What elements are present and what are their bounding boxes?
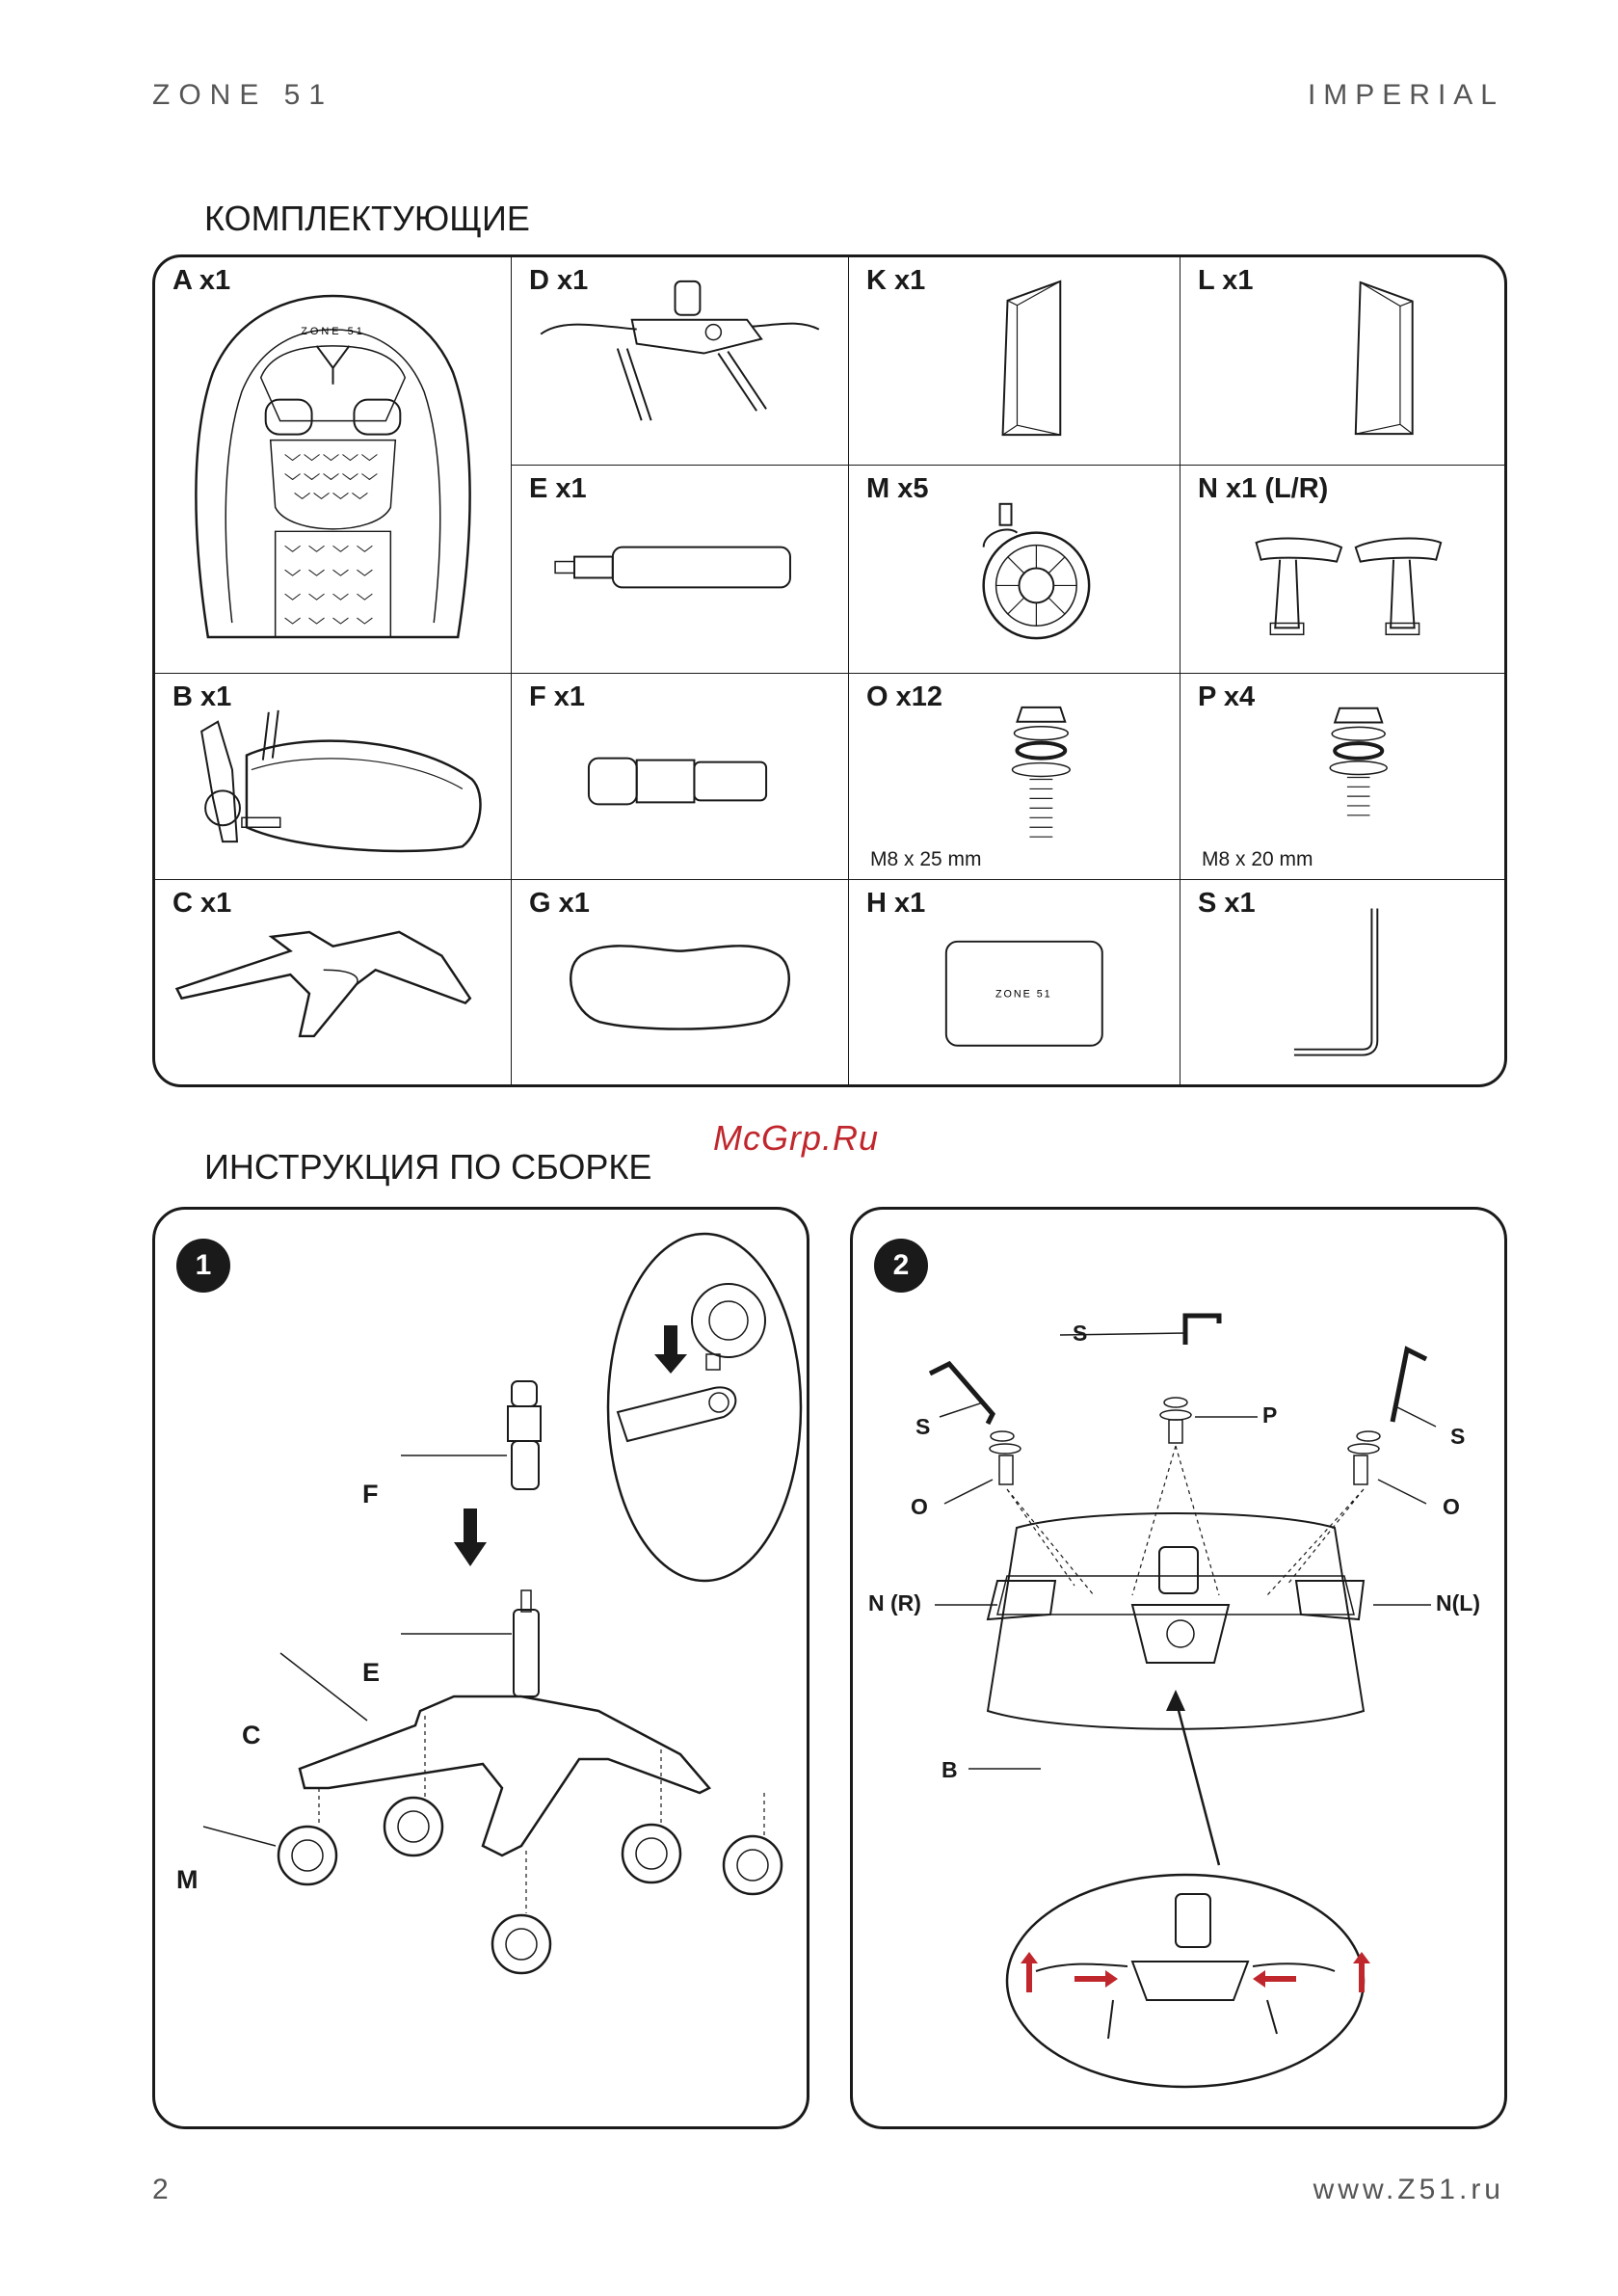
part-s-cell: S x1	[1180, 880, 1504, 1084]
label-f: F	[362, 1480, 379, 1509]
part-e-cell: E x1	[512, 466, 849, 674]
headrest-pillow-illustration	[512, 880, 848, 1084]
brand-logo: ZONE 51	[152, 79, 333, 112]
part-b-cell: B x1	[155, 674, 512, 880]
label-n-r: N (R)	[868, 1590, 921, 1616]
part-d-cell: D x1	[512, 257, 849, 466]
parts-table: A x1 ZONE 51 D x1	[152, 254, 1507, 1087]
part-n-cell: N x1 (L/R)	[1180, 466, 1504, 674]
part-f-cell: F x1	[512, 674, 849, 880]
label-p: P	[1262, 1402, 1277, 1428]
page-number: 2	[152, 2174, 169, 2206]
website-url: www.Z51.ru	[1313, 2174, 1504, 2206]
part-l-cell: L x1	[1180, 257, 1504, 466]
step-2-illustration	[853, 1210, 1507, 2129]
bolt-p-illustration	[1180, 674, 1504, 879]
seat-illustration	[155, 674, 511, 879]
part-g-cell: G x1	[512, 880, 849, 1084]
step-1-illustration	[155, 1210, 809, 2129]
step-1-panel: 1	[152, 1207, 809, 2129]
model-name: IMPERIAL	[1308, 79, 1504, 112]
base-illustration	[155, 880, 511, 1084]
mechanism-illustration	[512, 257, 848, 465]
gas-lift-cover-illustration	[512, 674, 848, 879]
label-n-l: N(L)	[1436, 1590, 1480, 1616]
part-k-cell: K x1	[849, 257, 1180, 466]
card-text: ZONE 51	[995, 989, 1052, 1001]
label-b: B	[942, 1757, 958, 1783]
part-a-cell: A x1 ZONE 51	[155, 257, 512, 674]
label-m: M	[176, 1865, 199, 1895]
part-p-cell: P x4 M8 x 20 mm	[1180, 674, 1504, 880]
assembly-title: ИНСТРУКЦИЯ ПО СБОРКЕ	[204, 1147, 651, 1188]
backrest-illustration: ZONE 51	[155, 257, 511, 673]
part-m-cell: M x5	[849, 466, 1180, 674]
bolt-o-illustration	[849, 674, 1180, 879]
hex-key-illustration	[1180, 880, 1504, 1084]
backrest-logo-text: ZONE 51	[301, 326, 365, 337]
label-s-right: S	[1450, 1424, 1465, 1450]
armrests-illustration	[1180, 466, 1504, 673]
step-2-panel: 2	[850, 1207, 1507, 2129]
gas-lift-illustration	[512, 466, 848, 673]
caster-illustration	[849, 466, 1180, 673]
label-c: C	[242, 1721, 261, 1750]
cover-k-illustration	[849, 257, 1180, 465]
card-illustration: ZONE 51	[849, 880, 1180, 1084]
part-c-cell: C x1	[155, 880, 512, 1084]
components-title: КОМПЛЕКТУЮЩИЕ	[204, 199, 530, 239]
watermark: McGrp.Ru	[713, 1118, 879, 1159]
label-o-right: O	[1443, 1494, 1460, 1520]
label-s-top: S	[1073, 1321, 1087, 1347]
label-o-left: O	[911, 1494, 928, 1520]
label-s-left: S	[915, 1414, 930, 1440]
cover-l-illustration	[1180, 257, 1504, 465]
label-e: E	[362, 1658, 380, 1688]
part-o-cell: O x12 M8 x 25 mm	[849, 674, 1180, 880]
part-h-cell: H x1 ZONE 51	[849, 880, 1180, 1084]
